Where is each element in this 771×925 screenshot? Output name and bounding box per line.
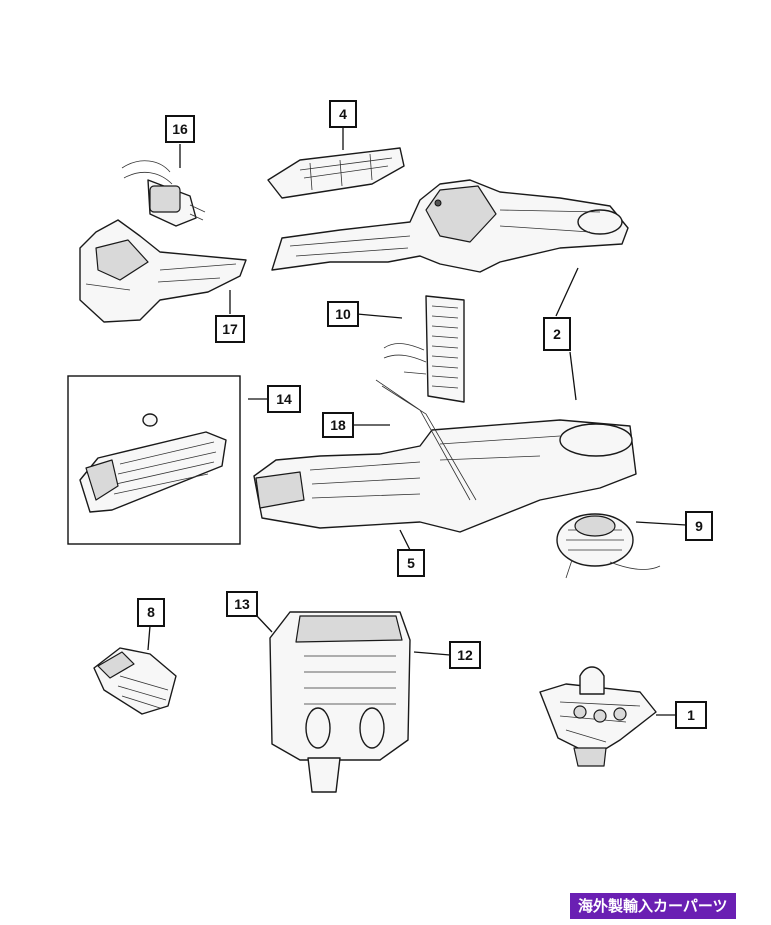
part-5-lower-housing [253,379,637,533]
callout-5: 5 [397,549,425,577]
callout-2: 2 [543,317,571,351]
callout-16: 16 [165,115,195,143]
callout-2-text: 2 [553,326,561,342]
part-9-blower-motor [556,513,661,579]
part-17-floor-duct [79,219,247,323]
callout-14-text: 14 [276,391,292,407]
callout-12: 12 [449,641,481,669]
callout-5-text: 5 [407,555,415,571]
part-8-blower-resistor [93,647,177,715]
callout-8-text: 8 [147,604,155,620]
part-2-upper-duct [271,179,629,273]
part-10-evaporator-core [383,295,465,403]
callout-17-text: 17 [222,321,238,337]
callout-9: 9 [685,511,713,541]
callout-1-text: 1 [687,707,695,723]
watermark-badge: 海外製輸入カーパーツ [570,893,736,919]
callout-12-text: 12 [457,647,473,663]
callout-9-text: 9 [695,518,703,534]
part-4-defroster-duct [267,147,405,199]
leader-lines [147,127,687,716]
callout-4: 4 [329,100,357,128]
callout-1: 1 [675,701,707,729]
part-1-door-actuator [539,666,657,767]
callout-4-text: 4 [339,106,347,122]
callout-17: 17 [215,315,245,343]
callout-16-text: 16 [172,121,188,137]
callout-18: 18 [322,412,354,438]
callout-10-text: 10 [335,306,351,322]
callout-13: 13 [226,591,258,617]
callout-13-text: 13 [234,596,250,612]
callout-8: 8 [137,598,165,627]
part-12-hvac-housing [269,611,411,793]
callout-18-text: 18 [330,417,346,433]
part-14-heater-core-inset [67,375,241,545]
callout-10: 10 [327,301,359,327]
callout-14: 14 [267,385,301,413]
part-16-heater-tubes [121,160,206,227]
